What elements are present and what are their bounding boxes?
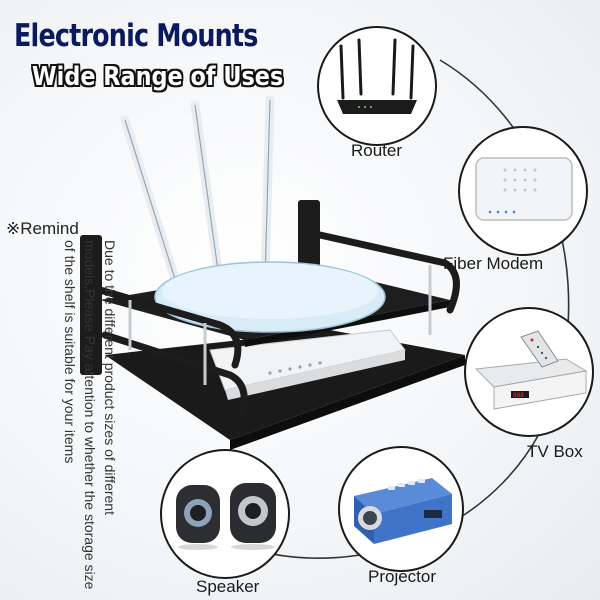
page-title: Electronic Mounts <box>14 18 258 54</box>
speaker-label: Speaker <box>196 577 260 596</box>
remind-title: ※Remind <box>6 219 79 238</box>
router-label: Router <box>351 141 403 160</box>
wall-shelf-image <box>80 95 465 450</box>
tv-box-icon: 888 <box>474 330 588 410</box>
projector-icon <box>354 478 452 544</box>
speaker-circle <box>160 449 290 579</box>
fiber-modem-circle <box>458 126 588 256</box>
tv-box-circle: 888 <box>464 307 594 437</box>
chrome-posts <box>128 265 432 385</box>
svg-text:888: 888 <box>513 392 524 399</box>
router-icon <box>337 38 417 114</box>
remind-text: Due to the different product sizes of di… <box>62 240 118 590</box>
projector-circle <box>338 446 464 572</box>
speaker-icon <box>176 483 276 550</box>
tv-box-label: TV Box <box>527 442 583 461</box>
guard-rails <box>96 231 460 419</box>
fiber-modem-icon <box>475 157 573 221</box>
projector-label: Projector <box>368 567 437 586</box>
fiber-modem-label: Fiber Modem <box>443 254 544 273</box>
left-wall-bracket <box>80 235 102 375</box>
router-circle <box>317 26 437 146</box>
